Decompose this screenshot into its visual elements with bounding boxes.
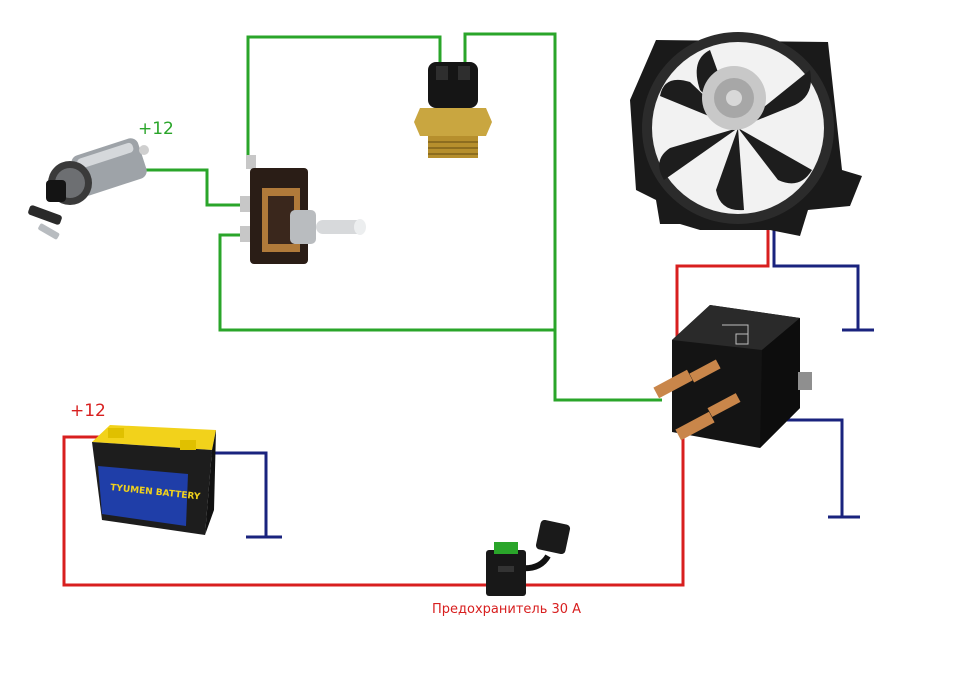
green-wires <box>140 32 662 402</box>
relay <box>653 305 812 448</box>
temperature-sensor <box>414 62 492 158</box>
wire-battery-to-fuse <box>62 435 488 587</box>
wire-toggle-to-sensor <box>246 35 442 160</box>
toggle-switch-icon <box>240 155 366 264</box>
toggle-switch <box>240 155 366 264</box>
battery-plus-label: +12 <box>70 401 106 421</box>
ignition-switch <box>28 138 149 240</box>
fan-icon <box>630 32 862 236</box>
radiator-fan <box>630 32 862 236</box>
fuse-label: Предохранитель 30 А <box>432 602 581 617</box>
battery: TYUMEN BATTERY <box>92 425 216 535</box>
wire-sensor-to-relay <box>463 32 662 402</box>
relay-icon <box>653 305 812 448</box>
ignition-plus-label: +12 <box>138 119 174 139</box>
wire-fuse-to-relay <box>520 437 685 587</box>
thermo-sensor-icon <box>414 62 492 158</box>
battery-icon: TYUMEN BATTERY <box>92 425 216 535</box>
ignition-key-icon <box>28 138 149 240</box>
fuse-icon <box>486 519 571 596</box>
fuse-holder <box>486 519 571 596</box>
wire-ignition-to-toggle <box>140 168 248 207</box>
wire-toggle-bottom-loop <box>218 233 555 332</box>
